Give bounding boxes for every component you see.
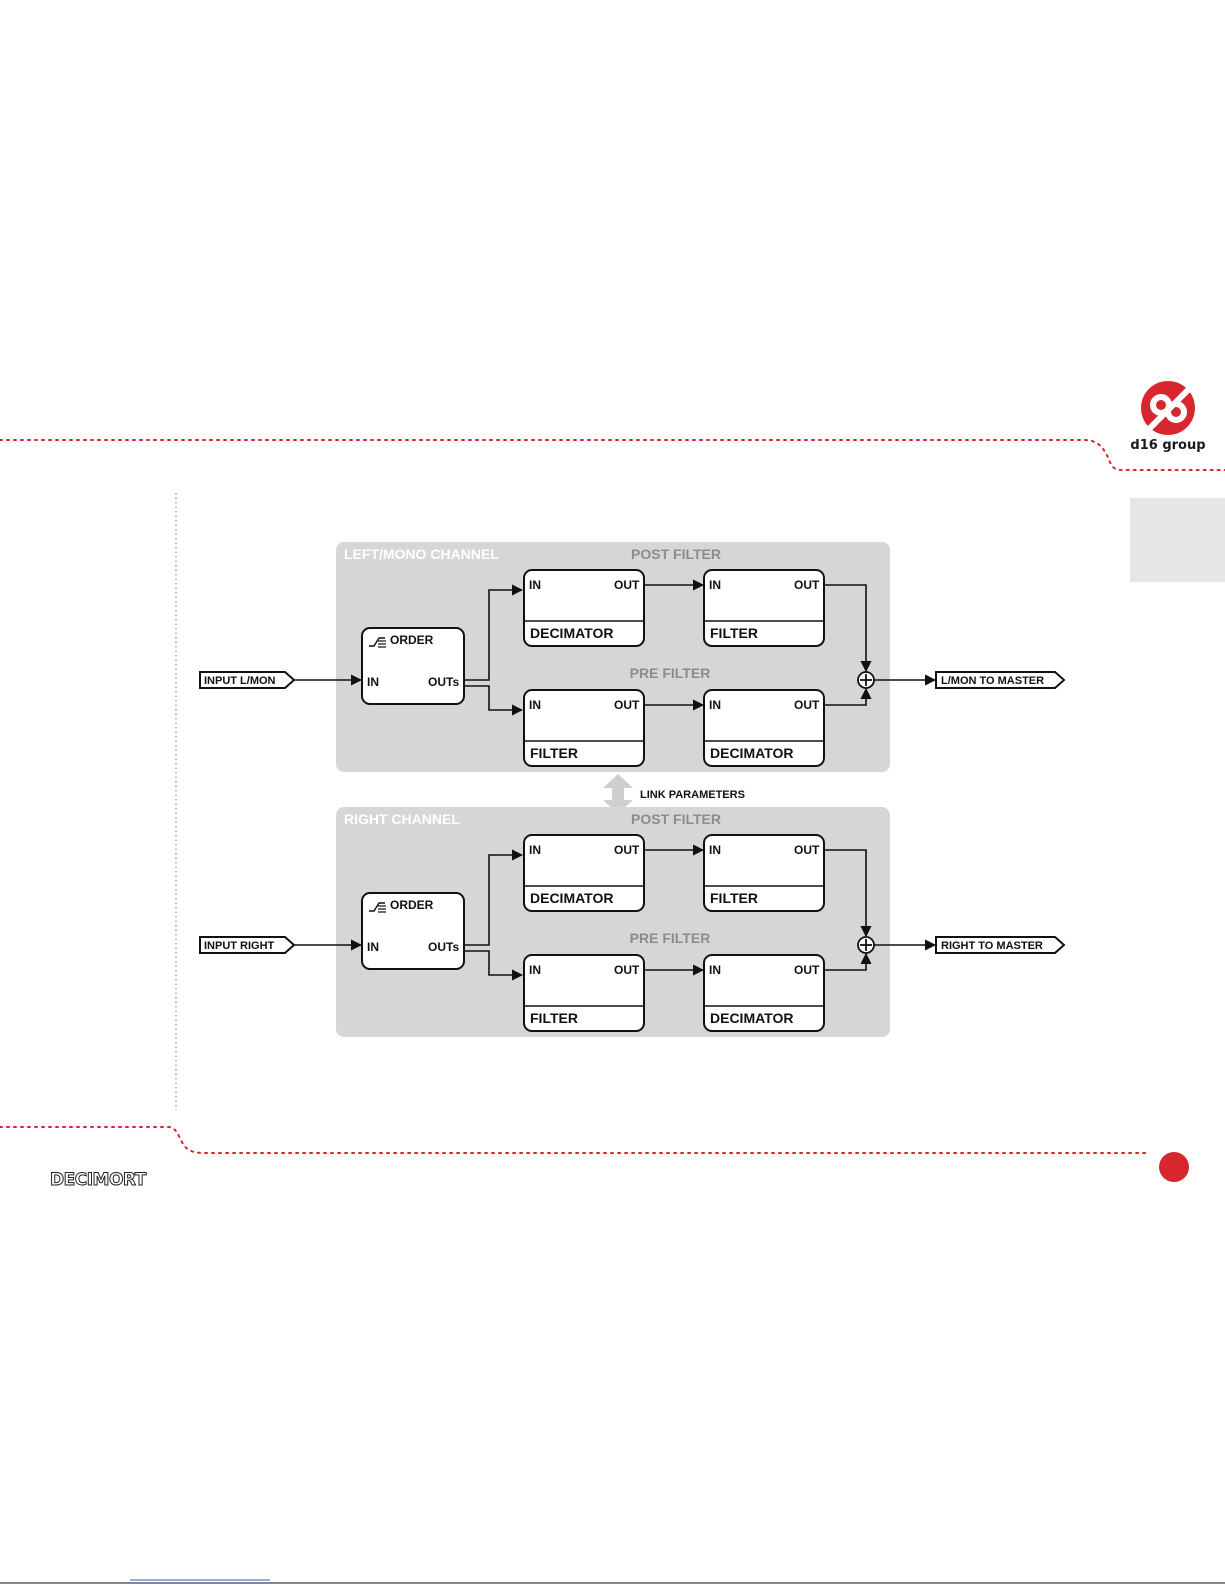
post-decimator-block: IN OUT DECIMATOR <box>523 834 645 912</box>
left-mono-channel: LEFT/MONO CHANNEL POST FILTER PRE FILTER… <box>199 542 1066 772</box>
input-label: INPUT L/MON <box>204 675 276 687</box>
order-in-port: IN <box>367 940 379 954</box>
section-title-post: POST FILTER <box>631 811 721 827</box>
block-in-port: IN <box>529 843 541 857</box>
double-arrow-icon <box>603 774 633 814</box>
sum-node-icon <box>857 671 875 689</box>
block-out-port: OUT <box>614 578 640 592</box>
pre-decimator-block: IN OUT DECIMATOR <box>703 954 825 1032</box>
top-divider <box>0 439 1225 471</box>
sum-node-icon <box>857 936 875 954</box>
d16-logo: d16 group <box>1130 381 1206 453</box>
block-out-port: OUT <box>794 698 820 712</box>
logo-text: d16 group <box>1130 438 1205 453</box>
order-label: ORDER <box>390 633 434 647</box>
block-out-port: OUT <box>614 698 640 712</box>
block-title: DECIMATOR <box>710 1010 793 1026</box>
input-tag: INPUT RIGHT <box>199 936 296 954</box>
block-title: DECIMATOR <box>530 890 613 906</box>
section-title-post: POST FILTER <box>631 546 721 562</box>
bottom-divider <box>0 1126 1151 1154</box>
post-filter-block: IN OUT FILTER <box>703 834 825 912</box>
output-label: RIGHT TO MASTER <box>941 940 1043 952</box>
block-in-port: IN <box>709 843 721 857</box>
block-in-port: IN <box>709 698 721 712</box>
block-in-port: IN <box>709 578 721 592</box>
input-label: INPUT RIGHT <box>204 940 275 952</box>
order-block: ORDER IN OUTs <box>361 627 465 705</box>
order-block: ORDER IN OUTs <box>361 892 465 970</box>
block-in-port: IN <box>529 578 541 592</box>
output-tag: L/MON TO MASTER <box>935 671 1066 689</box>
order-label: ORDER <box>390 898 434 912</box>
section-title-pre: PRE FILTER <box>630 665 711 681</box>
channel-title: RIGHT CHANNEL <box>344 811 460 827</box>
link-label: LINK PARAMETERS <box>640 789 745 801</box>
post-filter-block: IN OUT FILTER <box>703 569 825 647</box>
block-title: DECIMATOR <box>530 625 613 641</box>
channel-title: LEFT/MONO CHANNEL <box>344 546 499 562</box>
block-out-port: OUT <box>614 843 640 857</box>
pre-filter-block: IN OUT FILTER <box>523 954 645 1032</box>
order-in-port: IN <box>367 675 379 689</box>
order-icon <box>369 902 385 912</box>
post-decimator-block: IN OUT DECIMATOR <box>523 569 645 647</box>
page-marker-circle <box>1159 1152 1189 1182</box>
order-icon <box>369 637 385 647</box>
block-out-port: OUT <box>794 578 820 592</box>
input-tag: INPUT L/MON <box>199 671 296 689</box>
right-channel: RIGHT CHANNEL POST FILTER PRE FILTER INP… <box>199 807 1066 1037</box>
order-out-port: OUTs <box>428 940 459 954</box>
side-tab <box>1130 498 1225 582</box>
block-in-port: IN <box>709 963 721 977</box>
block-title: FILTER <box>710 890 758 906</box>
order-out-port: OUTs <box>428 675 459 689</box>
block-title: FILTER <box>710 625 758 641</box>
block-out-port: OUT <box>794 843 820 857</box>
link-parameters: LINK PARAMETERS <box>603 774 745 814</box>
block-title: FILTER <box>530 745 578 761</box>
output-label: L/MON TO MASTER <box>941 675 1044 687</box>
block-out-port: OUT <box>614 963 640 977</box>
output-tag: RIGHT TO MASTER <box>935 936 1066 954</box>
block-title: FILTER <box>530 1010 578 1026</box>
section-title-pre: PRE FILTER <box>630 930 711 946</box>
block-in-port: IN <box>529 963 541 977</box>
block-title: DECIMATOR <box>710 745 793 761</box>
pre-decimator-block: IN OUT DECIMATOR <box>703 689 825 767</box>
block-in-port: IN <box>529 698 541 712</box>
block-out-port: OUT <box>794 963 820 977</box>
pre-filter-block: IN OUT FILTER <box>523 689 645 767</box>
brand-wordmark: DECIMORT <box>50 1170 147 1190</box>
